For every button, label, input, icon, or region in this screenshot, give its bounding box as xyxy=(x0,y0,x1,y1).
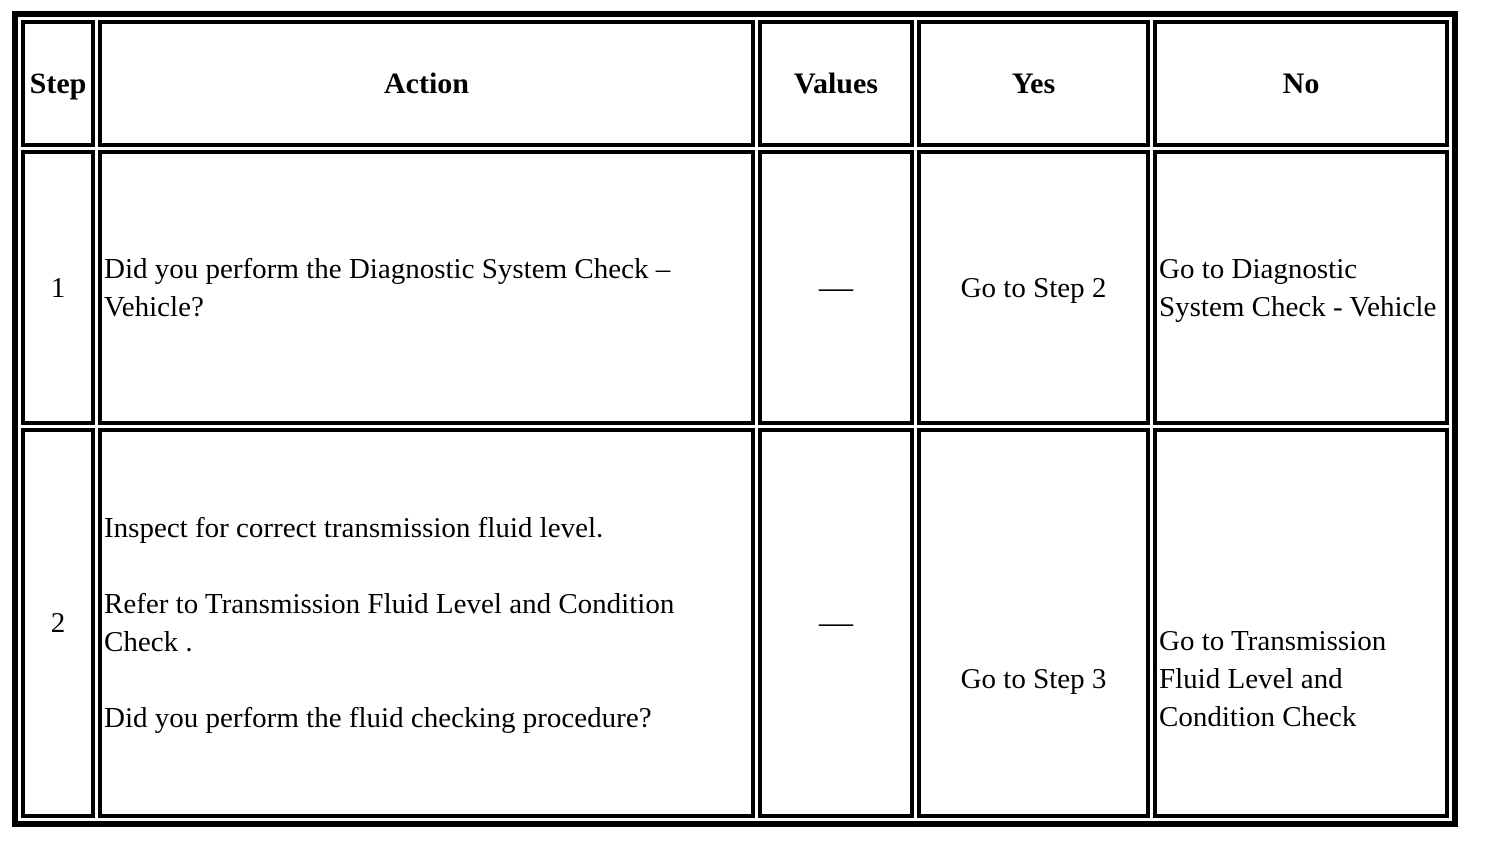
column-header-yes: Yes xyxy=(917,20,1150,147)
yes-cell: Go to Step 2 xyxy=(917,150,1150,425)
column-header-no: No xyxy=(1153,20,1449,147)
diagnostic-procedure-table: Step Action Values Yes No 1 Did you perf… xyxy=(12,11,1458,827)
action-cell: Inspect for correct transmission fluid l… xyxy=(98,428,755,818)
column-header-values: Values xyxy=(758,20,914,147)
action-paragraph: Refer to Transmission Fluid Level and Co… xyxy=(104,588,675,658)
no-instruction: Go to Transmission Fluid Level and Condi… xyxy=(1159,625,1387,733)
dash-placeholder: — xyxy=(819,268,853,306)
table-row-step-2: 2 Inspect for correct transmission fluid… xyxy=(21,428,1449,818)
step-number-cell: 2 xyxy=(21,428,95,818)
dash-placeholder: — xyxy=(819,604,853,641)
yes-instruction: Go to Step 2 xyxy=(960,271,1107,304)
values-cell: — xyxy=(758,150,914,425)
action-paragraph: Inspect for correct transmission fluid l… xyxy=(104,512,604,544)
action-cell: Did you perform the Diagnostic System Ch… xyxy=(98,150,755,425)
no-cell: Go to Diagnostic System Check - Vehicle xyxy=(1153,150,1449,425)
step-number-cell: 1 xyxy=(21,150,95,425)
table-row-step-1: 1 Did you perform the Diagnostic System … xyxy=(21,150,1449,425)
action-paragraph: Did you perform the Diagnostic System Ch… xyxy=(104,252,671,323)
no-instruction: Go to Diagnostic System Check - Vehicle xyxy=(1159,252,1437,323)
column-header-action: Action xyxy=(98,20,755,147)
values-cell: — xyxy=(758,428,914,818)
table-header-row: Step Action Values Yes No xyxy=(21,20,1449,147)
action-paragraph: Did you perform the fluid checking proce… xyxy=(104,702,652,734)
column-header-step: Step xyxy=(21,20,95,147)
yes-instruction: Go to Step 3 xyxy=(960,663,1107,695)
yes-cell: Go to Step 3 xyxy=(917,428,1150,818)
no-cell: Go to Transmission Fluid Level and Condi… xyxy=(1153,428,1449,818)
